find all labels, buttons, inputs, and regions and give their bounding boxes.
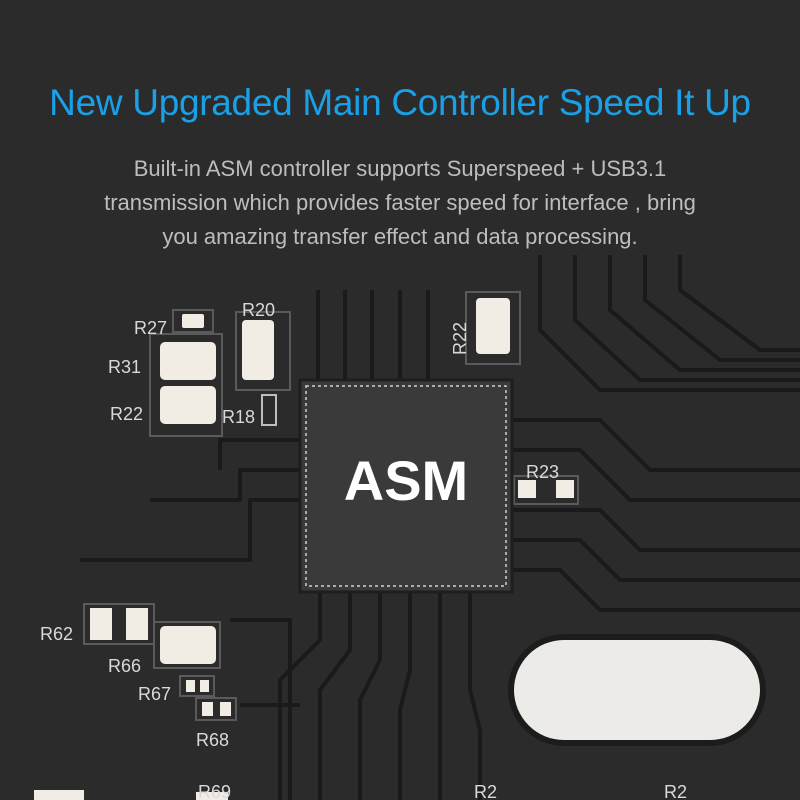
- headline: New Upgraded Main Controller Speed It Up: [49, 82, 751, 123]
- description-line-1: Built-in ASM controller supports Supersp…: [133, 156, 667, 181]
- label-r22-left: R22: [110, 404, 143, 424]
- pcb-traces: [80, 255, 800, 800]
- label-r62: R62: [40, 624, 73, 644]
- label-r20: R20: [242, 300, 275, 320]
- label-r69: R69: [198, 782, 231, 800]
- label-r68: R68: [196, 730, 229, 750]
- crystal-oscillator: [508, 634, 766, 746]
- label-r66: R66: [108, 656, 141, 676]
- label-r67: R67: [138, 684, 171, 704]
- asm-chip: ASM: [298, 378, 514, 594]
- label-r2-bottom-right: R2: [664, 782, 687, 800]
- description: Built-in ASM controller supports Supersp…: [40, 152, 760, 254]
- chip-label: ASM: [344, 449, 468, 512]
- resistor-labels: R27 R31 R22 R18 R20 R22 R23 R62 R66 R67 …: [40, 300, 687, 800]
- label-r27: R27: [134, 318, 167, 338]
- label-r31: R31: [108, 357, 141, 377]
- description-line-3: you amazing transfer effect and data pro…: [162, 224, 638, 249]
- label-r23: R23: [526, 462, 559, 482]
- description-line-2: transmission which provides faster speed…: [104, 190, 696, 215]
- resistors: [34, 291, 579, 800]
- label-r22-top: R22: [450, 322, 470, 355]
- label-r18: R18: [222, 407, 255, 427]
- label-r2-bottom: R2: [474, 782, 497, 800]
